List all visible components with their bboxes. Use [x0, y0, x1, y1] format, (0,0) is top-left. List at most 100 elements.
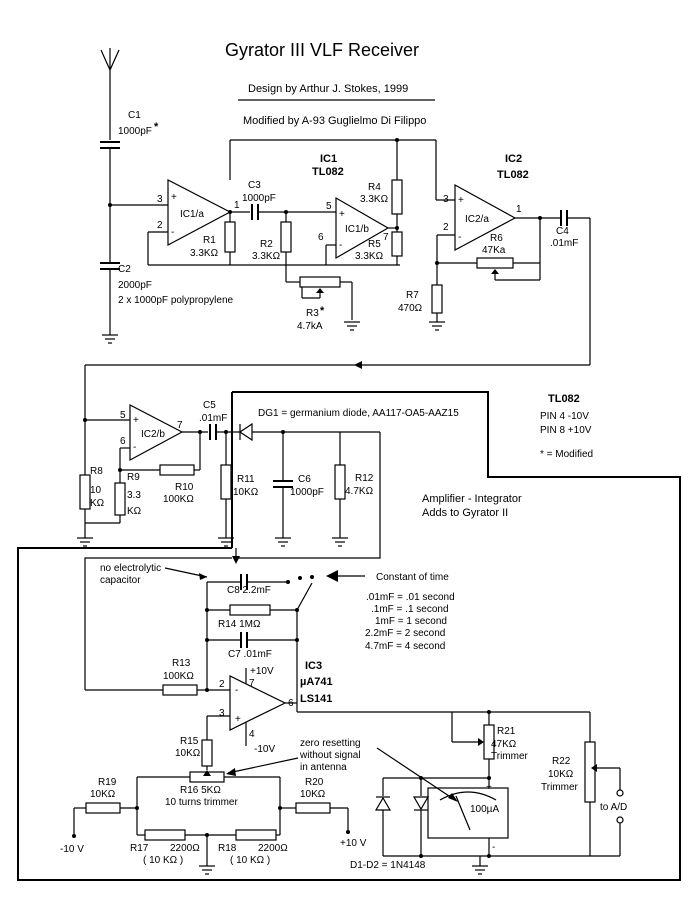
- amplifier-note: Amplifier - Integrator: [422, 493, 522, 505]
- r10-label: R10: [175, 482, 194, 493]
- terminal-dot: [72, 834, 76, 838]
- r7-label: R7: [406, 290, 419, 301]
- amplifier-board-outline: [17, 391, 681, 881]
- ic3-minus: -: [235, 685, 238, 696]
- no-electrolytic-note2: capacitor: [100, 575, 141, 586]
- r13-label: R13: [172, 658, 191, 669]
- r11-value: 10KΩ: [233, 487, 259, 498]
- resistor-r2-icon: [280, 221, 292, 253]
- zero-note3: in antenna: [300, 762, 347, 773]
- junction-dot: [295, 608, 299, 612]
- diode-d1-icon: [374, 796, 392, 811]
- modified-credit: Modified by A-93 Guglielmo Di Filippo: [243, 115, 426, 127]
- ic3-plus10: +10V: [250, 666, 274, 677]
- ground-icon: [102, 334, 118, 344]
- schematic-title: Gyrator III VLF Receiver: [225, 40, 419, 60]
- junction-dot: [278, 806, 282, 810]
- resistor-r14-icon: [229, 604, 271, 616]
- ground-icon: [429, 321, 445, 331]
- junction-dot: [205, 638, 209, 642]
- ground-icon: [199, 865, 215, 875]
- ic2b-label: IC2/b: [141, 429, 165, 440]
- r19-label: R19: [98, 777, 117, 788]
- ic3-minus10: -10V: [254, 744, 275, 755]
- pin-label: 6: [318, 232, 324, 243]
- resistor-r19-icon: [85, 802, 121, 814]
- ic1a-minus: -: [171, 227, 174, 238]
- pin-label: 3: [157, 194, 163, 205]
- capacitor-c5-icon: [209, 424, 217, 440]
- r11-label: R11: [237, 474, 255, 485]
- switch-contact: [310, 575, 314, 579]
- wiper-arrow-icon: [316, 288, 324, 293]
- pin-label: 1: [516, 204, 522, 215]
- ic2a-plus: +: [458, 195, 464, 206]
- ic1b-plus: +: [339, 209, 345, 220]
- potentiometer-r6-icon: [476, 257, 514, 269]
- r3-value: 4.7kA: [297, 321, 323, 332]
- no-electrolytic-note: no electrolytic: [100, 563, 161, 574]
- tc-row: 1mF = 1 second: [375, 616, 447, 627]
- meter-needle-icon: [455, 795, 471, 831]
- junction-dot: [135, 806, 139, 810]
- zero-note: zero resetting: [300, 738, 361, 749]
- r22-label: R22: [552, 756, 571, 767]
- arrow-icon: [326, 570, 338, 582]
- ic1a-plus: +: [171, 192, 177, 203]
- r19-value: 10KΩ: [90, 789, 116, 800]
- junction-dot: [419, 854, 423, 858]
- c1-value: 1000pF: [118, 126, 152, 137]
- capacitor-c7-icon: [240, 632, 248, 648]
- resistor-r8-icon: [79, 474, 91, 510]
- r20-value: 10KΩ: [300, 789, 326, 800]
- r9-value1: 3.3: [127, 490, 141, 501]
- junction-dot: [118, 468, 122, 472]
- r9-label: R9: [127, 472, 140, 483]
- r17-alt: ( 10 KΩ ): [143, 855, 183, 866]
- r18-alt: ( 10 KΩ ): [230, 855, 270, 866]
- junction-dot: [419, 776, 423, 780]
- arrow-icon: [199, 573, 207, 580]
- ic2-part: TL082: [497, 169, 529, 181]
- pin-label: 7: [383, 232, 389, 243]
- r6-value: 47Ka: [482, 245, 506, 256]
- r16-note: 10 turns trimmer: [165, 797, 238, 808]
- terminal-dot: [346, 830, 350, 834]
- meter-scale-icon: [439, 791, 497, 801]
- ic3-part1: µA741: [300, 676, 333, 688]
- output-terminal-icon: [616, 789, 624, 797]
- junction-dot: [395, 138, 399, 142]
- ic1-part: TL082: [312, 166, 344, 178]
- opamp-ic1a-icon: [167, 179, 232, 246]
- r18-label: R18: [218, 843, 237, 854]
- tc-row: .01mF = .01 second: [366, 592, 455, 603]
- junction-dot: [538, 216, 542, 220]
- resistor-r20-icon: [295, 802, 331, 814]
- resistor-r11-icon: [220, 464, 232, 500]
- zero-note2: without signal: [299, 750, 361, 761]
- r10-value: 100KΩ: [163, 494, 194, 505]
- opamp-ic1b-icon: [335, 196, 390, 260]
- potentiometer-r22-icon: [584, 741, 596, 803]
- tl082-label: TL082: [548, 393, 580, 405]
- pin4-note: PIN 4 -10V: [540, 411, 589, 422]
- pin-label: 3: [443, 194, 449, 205]
- ic2b-minus: -: [133, 442, 136, 453]
- resistor-r9-icon: [114, 482, 126, 516]
- opamp-ic2b-icon: [129, 404, 184, 462]
- r3-label: R3: [306, 308, 319, 319]
- junction-dot: [487, 854, 491, 858]
- junction-dot: [224, 430, 228, 434]
- r4-label: R4: [368, 182, 381, 193]
- junction-dot: [487, 710, 491, 714]
- r6-label: R6: [490, 233, 503, 244]
- wiper-arrow-icon: [203, 770, 211, 776]
- arrow-icon: [226, 768, 236, 776]
- resistor-r1-icon: [224, 221, 236, 253]
- junction-dot: [205, 608, 209, 612]
- resistor-r12-icon: [334, 464, 346, 500]
- ic2a-minus: -: [458, 232, 461, 243]
- r12-label: R12: [355, 473, 374, 484]
- modified-note: * = Modified: [540, 449, 593, 460]
